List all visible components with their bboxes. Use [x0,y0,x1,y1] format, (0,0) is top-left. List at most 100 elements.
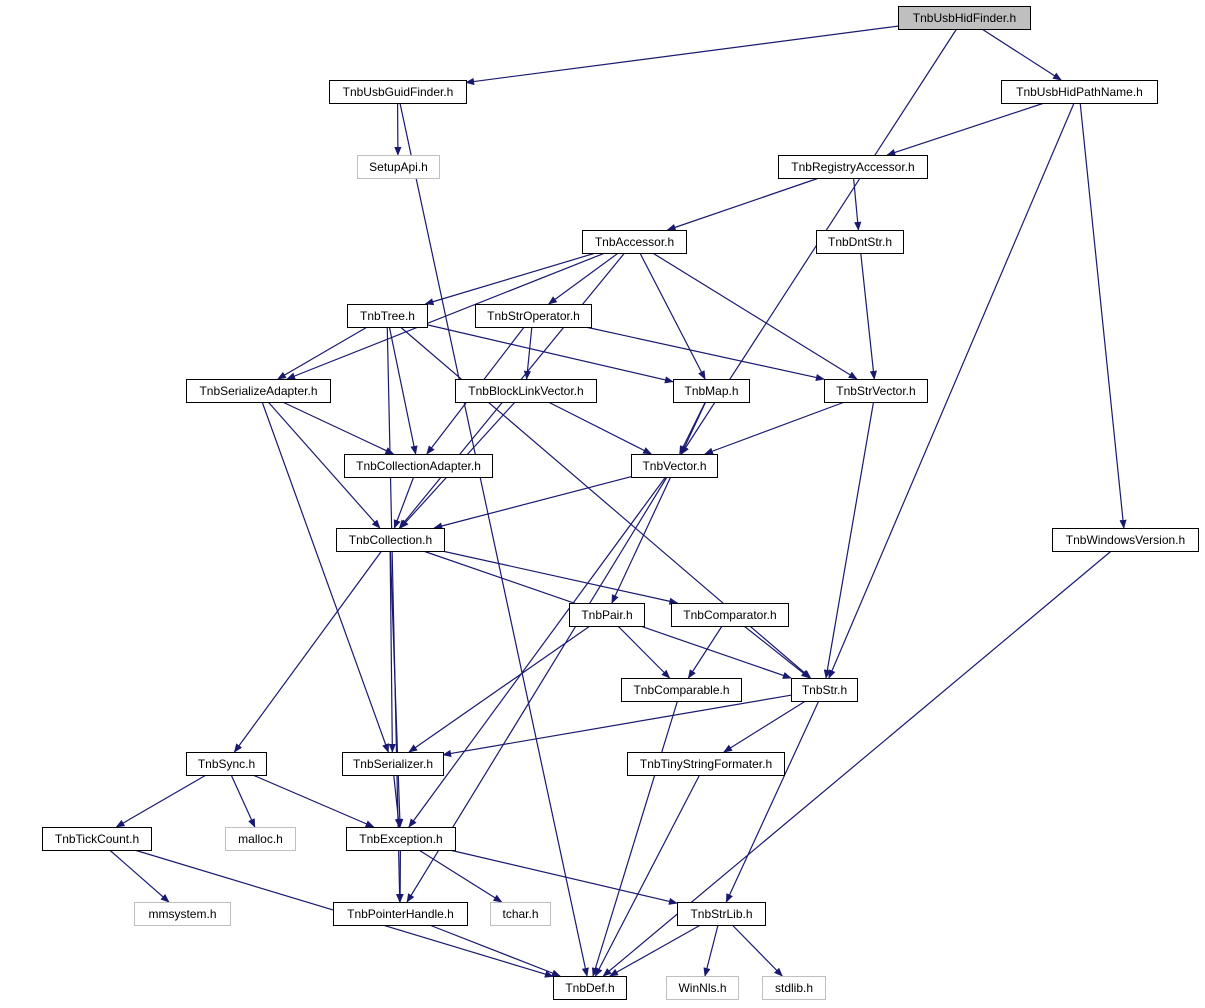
node-label: TnbWindowsVersion.h [1066,533,1185,547]
edge-usb_hid_path_name-to-windows_version [1079,102,1127,529]
node-str-vector[interactable]: TnbStrVector.h [824,379,928,403]
node-str-lib[interactable]: TnbStrLib.h [677,902,766,926]
node-usb-hid-path-name[interactable]: TnbUsbHidPathName.h [1001,80,1158,104]
node-box [582,230,687,254]
node-box [816,230,904,254]
node-registry-accessor[interactable]: TnbRegistryAccessor.h [778,155,928,179]
node-box [490,902,551,926]
node-box [898,6,1031,30]
edge-block_link_vector-to-vector [547,401,653,455]
edge-usb_hid_path_name-to-str [828,102,1075,679]
edge-str_lib-to-def [609,924,701,977]
edge-str_operator-to-str_vector [585,326,825,382]
node-def[interactable]: TnbDef.h [553,976,627,1000]
edge-tiny_string_formater-to-def [594,774,701,977]
edge-tree-to-map [426,324,674,384]
node-label: TnbDntStr.h [828,235,892,249]
node-box [336,528,445,552]
node-str[interactable]: TnbStr.h [791,678,858,702]
node-label: TnbTree.h [360,309,415,323]
node-box [347,304,428,328]
node-comparator[interactable]: TnbComparator.h [671,603,789,627]
node-map[interactable]: TnbMap.h [673,379,750,403]
node-label: tchar.h [502,907,538,921]
edge-str_vector-to-vector [704,401,845,455]
node-box [455,379,597,403]
node-pair[interactable]: TnbPair.h [569,603,645,627]
edge-str-to-str_lib [725,700,820,903]
node-pointer-handle[interactable]: TnbPointerHandle.h [333,902,468,926]
node-serialize-adapter[interactable]: TnbSerializeAdapter.h [186,379,331,403]
node-label: TnbStrOperator.h [487,309,580,323]
node-box [1052,528,1199,552]
node-box [791,678,858,702]
edge-serializer-to-exception [393,774,402,828]
node-stdlib[interactable]: stdlib.h [762,976,826,1000]
node-accessor[interactable]: TnbAccessor.h [582,230,687,254]
edge-comparator-to-str [743,625,811,679]
node-label: TnbException.h [359,832,442,846]
edge-sync-to-exception [252,774,375,828]
node-block-link-vector[interactable]: TnbBlockLinkVector.h [455,379,597,403]
node-label: TnbAccessor.h [595,235,674,249]
node-label: TnbCollection.h [349,533,432,547]
node-box [677,902,766,926]
node-usb-hid-finder[interactable]: TnbUsbHidFinder.h [898,6,1031,30]
node-windows-version[interactable]: TnbWindowsVersion.h [1052,528,1199,552]
node-str-operator[interactable]: TnbStrOperator.h [475,304,592,328]
node-box [475,304,592,328]
node-label: TnbMap.h [684,384,738,398]
node-label: TnbPair.h [581,608,632,622]
node-serializer[interactable]: TnbSerializer.h [342,752,444,776]
edge-str_lib-to-winnls [703,924,719,977]
node-box [762,976,826,1000]
edge-str_vector-to-str [823,401,875,679]
node-usb-guid-finder[interactable]: TnbUsbGuidFinder.h [329,80,467,104]
node-label: TnbSerializer.h [353,757,433,771]
edge-registry_accessor-to-accessor [666,177,820,231]
node-label: TnbDef.h [565,981,614,995]
node-label: TnbTickCount.h [55,832,139,846]
node-tick-count[interactable]: TnbTickCount.h [42,827,152,851]
node-label: TnbRegistryAccessor.h [791,160,914,174]
node-label: TnbUsbGuidFinder.h [343,85,454,99]
node-sync[interactable]: TnbSync.h [186,752,267,776]
node-tchar[interactable]: tchar.h [490,902,551,926]
edge-collection-to-sync [233,550,383,753]
edge-vector-to-exception [408,476,667,828]
node-label: stdlib.h [775,981,813,995]
node-tiny-string-formater[interactable]: TnbTinyStringFormater.h [627,752,785,776]
node-box [186,752,267,776]
edge-comparable-to-def [591,700,679,977]
node-box [1001,80,1158,104]
node-box [553,976,627,1000]
node-collection[interactable]: TnbCollection.h [336,528,445,552]
node-tree[interactable]: TnbTree.h [347,304,428,328]
node-dnt-str[interactable]: TnbDntStr.h [816,230,904,254]
node-malloc[interactable]: malloc.h [225,827,296,851]
edge-pair-to-comparable [617,625,671,679]
node-setupapi[interactable]: SetupApi.h [357,155,440,179]
edge-serialize_adapter-to-collection_adapter [282,401,395,455]
node-collection-adapter[interactable]: TnbCollectionAdapter.h [344,454,493,478]
edge-vector-to-collection [433,476,632,530]
node-exception[interactable]: TnbException.h [346,827,456,851]
edge-accessor-to-tree [424,252,596,306]
edge-collection_adapter-to-collection [393,476,415,529]
node-label: TnbStr.h [802,683,847,697]
node-label: TnbSync.h [198,757,255,771]
node-box [627,752,785,776]
node-comparable[interactable]: TnbComparable.h [621,678,742,702]
node-vector[interactable]: TnbVector.h [631,454,718,478]
node-mmsystem[interactable]: mmsystem.h [134,902,231,926]
node-box [344,454,493,478]
node-label: TnbSerializeAdapter.h [199,384,317,398]
node-box [778,155,928,179]
edge-exception-to-str_lib [449,849,678,905]
node-winnls[interactable]: WinNls.h [666,976,739,1000]
edge-comparator-to-comparable [687,625,723,679]
node-label: TnbVector.h [642,459,706,473]
node-label: TnbComparable.h [633,683,729,697]
